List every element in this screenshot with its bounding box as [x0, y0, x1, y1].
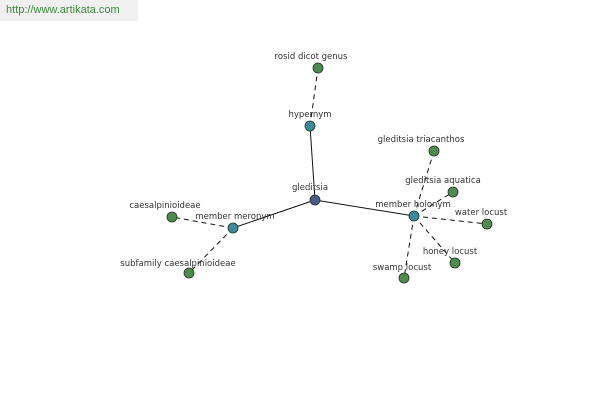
node-triacanthos-circle[interactable] — [428, 145, 440, 157]
node-swamp-circle[interactable] — [398, 272, 410, 284]
node-hypernym[interactable]: hypernym — [288, 110, 332, 132]
node-holonym-circle[interactable] — [408, 210, 420, 222]
nodes: gleditsia hypernym rosid dicot genus member… — [120, 52, 508, 284]
edge-holonym-swamp — [403, 215, 415, 279]
node-water-circle[interactable] — [481, 218, 493, 230]
node-caesalpinioideae[interactable]: caesalpinioideae — [129, 201, 201, 223]
edge-holonym-honey — [413, 215, 456, 264]
node-swamp[interactable]: swamp locust — [373, 263, 432, 284]
node-caesalpinioideae-label: caesalpinioideae — [129, 201, 200, 211]
node-hypernym-circle[interactable] — [304, 120, 316, 132]
edge-meronym-caesalpinioideae — [171, 216, 234, 229]
node-holonym-label: member holonym — [375, 200, 450, 210]
node-center-label: gleditsia — [292, 183, 328, 193]
edges — [171, 67, 488, 279]
node-water-label: water locust — [455, 208, 508, 218]
node-rosid-label: rosid dicot genus — [275, 52, 348, 62]
node-triacanthos-label: gleditsia triacanthos — [378, 135, 465, 145]
edge-holonym-aquatica — [413, 191, 454, 217]
node-honey-circle[interactable] — [449, 257, 461, 269]
node-aquatica-label: gleditsia aquatica — [405, 176, 481, 186]
node-honey[interactable]: honey locust — [423, 247, 478, 269]
edge-holonym-water — [413, 215, 488, 225]
node-holonym[interactable]: member holonym — [375, 200, 451, 222]
node-swamp-label: swamp locust — [373, 263, 432, 273]
edge-meronym-subfamily — [188, 227, 234, 274]
node-rosid[interactable]: rosid dicot genus — [275, 52, 348, 74]
node-meronym-circle[interactable] — [227, 222, 239, 234]
edge-hypernym-rosid — [309, 67, 319, 127]
node-hypernym-label: hypernym — [288, 110, 331, 120]
edge-center-meronym — [232, 199, 316, 229]
edge-center-holonym — [314, 199, 415, 217]
node-subfamily-circle[interactable] — [183, 267, 195, 279]
node-subfamily[interactable]: subfamily caesalpinioideae — [120, 259, 236, 279]
node-water[interactable]: water locust — [455, 208, 508, 230]
edge-holonym-triacanthos — [413, 150, 435, 217]
node-center[interactable]: gleditsia — [292, 183, 328, 206]
node-rosid-circle[interactable] — [312, 62, 324, 74]
node-aquatica-circle[interactable] — [447, 186, 459, 198]
node-meronym[interactable]: member meronym — [195, 212, 275, 234]
node-meronym-label: member meronym — [195, 212, 274, 222]
node-triacanthos[interactable]: gleditsia triacanthos — [378, 135, 465, 157]
node-aquatica[interactable]: gleditsia aquatica — [405, 176, 481, 198]
node-subfamily-label: subfamily caesalpinioideae — [120, 259, 235, 269]
node-center-circle[interactable] — [309, 194, 321, 206]
node-honey-label: honey locust — [423, 247, 478, 257]
node-caesalpinioideae-circle[interactable] — [166, 211, 178, 223]
watermark-link[interactable]: http://www.artikata.com — [0, 0, 138, 21]
edge-center-hypernym — [309, 125, 316, 201]
